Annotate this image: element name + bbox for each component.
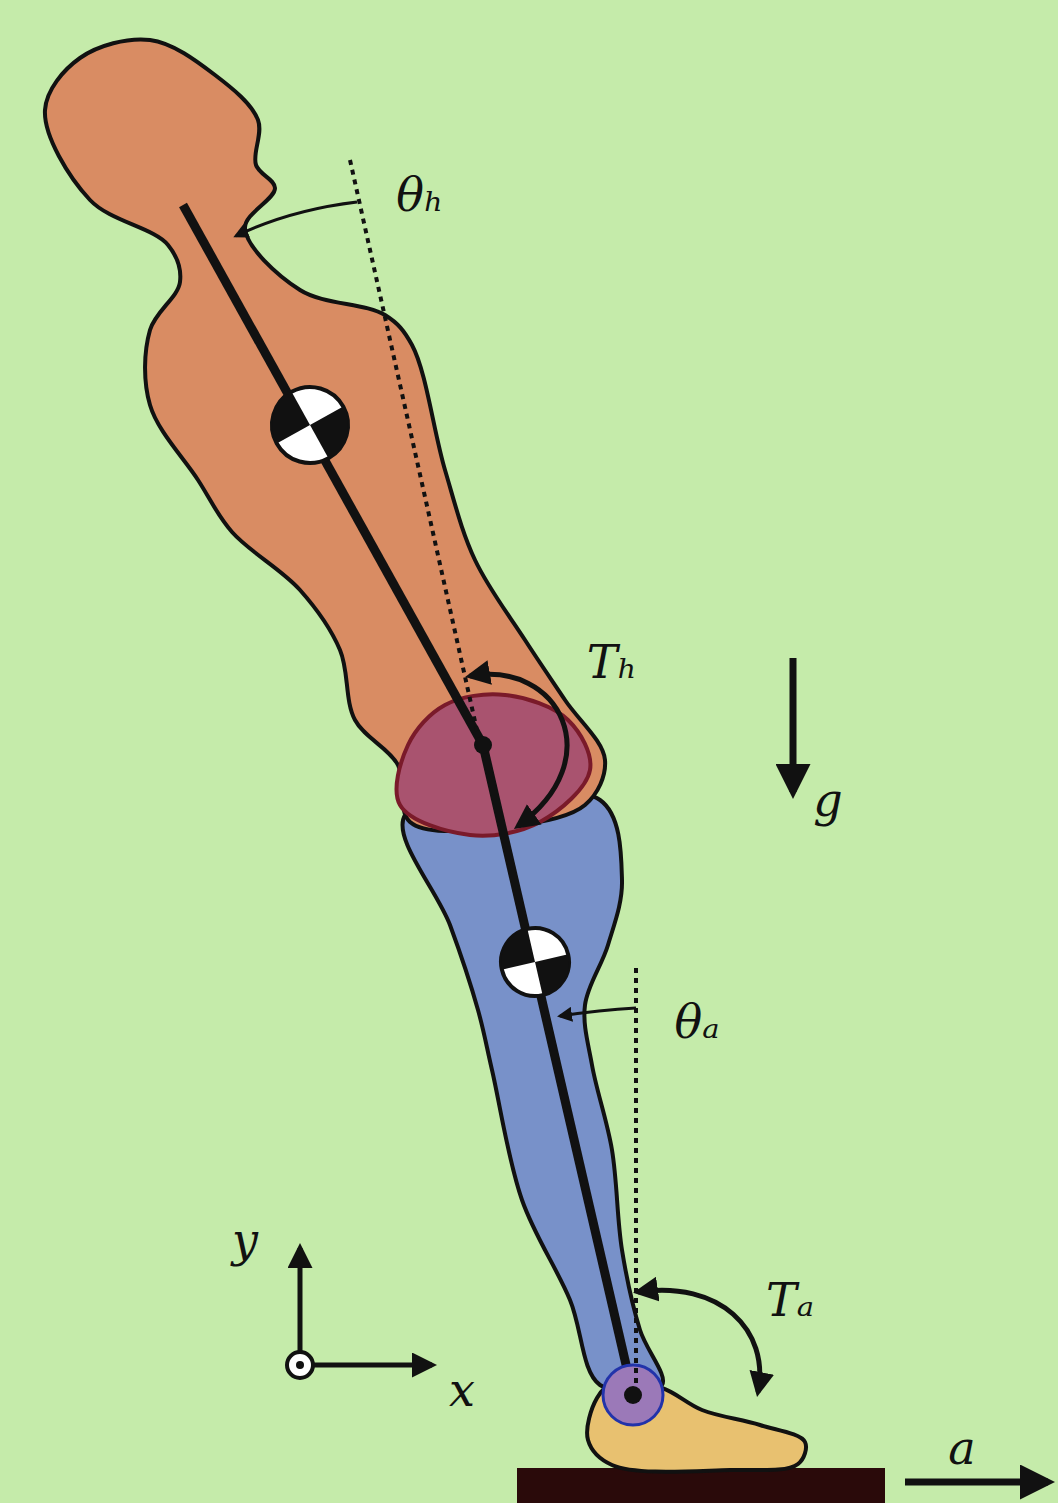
- axis-label: y: [232, 1217, 258, 1263]
- com-quadrant: [258, 392, 310, 444]
- leg-segment: [483, 745, 633, 1395]
- com-ring: [258, 373, 361, 476]
- ankle-torque-arc: [638, 1290, 760, 1392]
- torso-center-of-mass: [258, 373, 361, 476]
- angle-label: θₕ: [396, 172, 444, 218]
- acceleration-arrow: [905, 1479, 1048, 1486]
- hip-reference-line: [350, 160, 478, 735]
- ankle-joint: [603, 1365, 663, 1425]
- z-axis-dot: [296, 1361, 304, 1369]
- gravity-arrow: [790, 658, 797, 792]
- hip-angle-arc: [236, 202, 357, 236]
- torso-segment: [183, 205, 483, 745]
- com-quadrant: [494, 929, 535, 970]
- leg-outline: [402, 787, 663, 1392]
- com-quadrant: [535, 954, 576, 995]
- axis-label: x: [449, 1367, 475, 1413]
- platform: [517, 1468, 885, 1503]
- y-axis-arrow: [298, 1248, 303, 1352]
- ankle-pivot: [624, 1386, 642, 1404]
- com-quadrant: [310, 407, 362, 459]
- torque-label: Tₕ: [587, 639, 638, 685]
- com-ring: [494, 921, 576, 1003]
- ankle-reference-line: [634, 968, 638, 1385]
- ankle-angle-arc: [560, 1008, 636, 1016]
- torque-label: Tₐ: [766, 1277, 814, 1323]
- x-axis-arrow: [313, 1363, 432, 1368]
- leg-center-of-mass: [494, 921, 576, 1003]
- hip-pivot: [474, 736, 492, 754]
- acceleration-label: a: [948, 1425, 975, 1471]
- angle-label: θₐ: [675, 999, 720, 1045]
- gravity-label: g: [813, 777, 842, 823]
- hip-torque-arc: [470, 674, 567, 826]
- z-axis-symbol: [287, 1352, 313, 1378]
